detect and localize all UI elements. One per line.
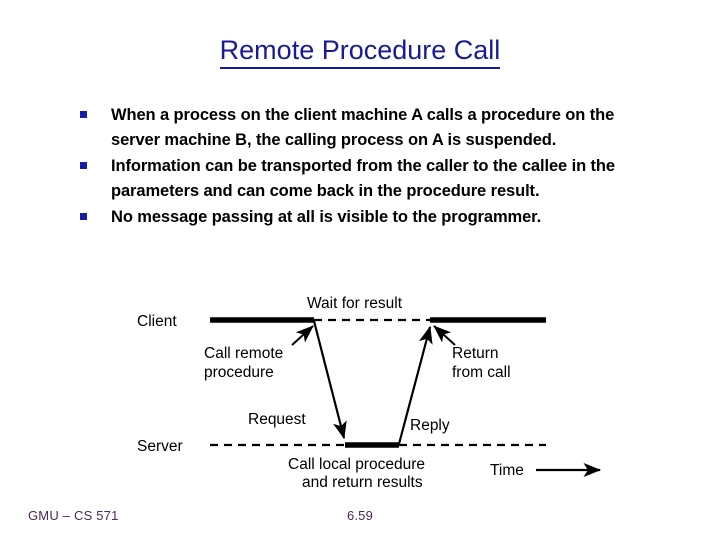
list-item: When a process on the client machine A c… <box>78 103 663 153</box>
server-lifeline: Server <box>137 438 546 455</box>
call-remote-label-line1: Call remote <box>204 345 283 362</box>
reply-label: Reply <box>410 417 450 434</box>
call-remote-label-line2: procedure <box>204 364 274 381</box>
list-item: Information can be transported from the … <box>78 154 663 204</box>
square-bullet-icon <box>80 111 87 118</box>
return-from-call-pointer-arrow <box>433 325 456 346</box>
request-arrow <box>312 320 347 440</box>
reply-arrow <box>397 325 433 445</box>
return-from-call-label-line2: from call <box>452 364 511 381</box>
list-item-text: When a process on the client machine A c… <box>111 106 615 149</box>
list-item-text: Information can be transported from the … <box>111 157 615 200</box>
list-item: No message passing at all is visible to … <box>78 205 663 230</box>
call-remote-pointer-arrow <box>291 325 314 346</box>
footer-course-label: GMU – CS 571 <box>28 508 119 523</box>
footer-page-number: 6.59 <box>346 508 374 523</box>
square-bullet-icon <box>80 213 87 220</box>
wait-for-result-label: Wait for result <box>307 295 403 312</box>
server-label: Server <box>137 438 183 455</box>
page-title-text: Remote Procedure Call <box>219 35 501 69</box>
local-procedure-label-line2: and return results <box>302 474 423 491</box>
client-lifeline: Client <box>137 313 546 330</box>
local-procedure-label-line1: Call local procedure <box>288 456 425 473</box>
page-title: Remote Procedure Call <box>0 35 720 69</box>
request-label: Request <box>248 411 306 428</box>
square-bullet-icon <box>80 162 87 169</box>
bullet-list: When a process on the client machine A c… <box>78 103 663 231</box>
list-item-text: No message passing at all is visible to … <box>111 208 542 226</box>
time-label: Time <box>490 462 524 479</box>
client-label: Client <box>137 313 177 330</box>
time-axis: Time <box>490 462 602 479</box>
return-from-call-label-line1: Return <box>452 345 499 362</box>
